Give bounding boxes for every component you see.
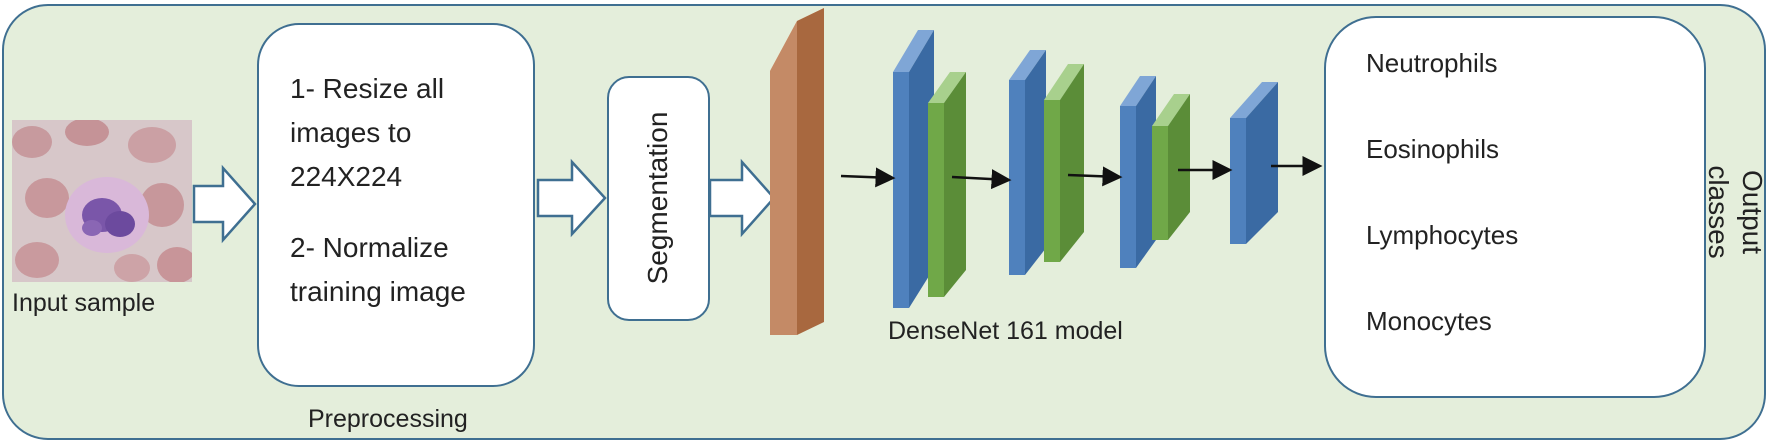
- dense-block-blue: [1009, 50, 1046, 275]
- preprocessing-step-text: 224X224: [290, 161, 403, 192]
- output-class-item: Monocytes: [1366, 306, 1492, 336]
- dense-block-green: [1044, 64, 1084, 262]
- preprocessing-label: Preprocessing: [308, 405, 468, 433]
- dense-block-blue: [893, 30, 934, 308]
- preprocessing-step-text: training image: [290, 276, 466, 307]
- model-label: DenseNet 161 model: [888, 317, 1123, 345]
- preprocessing-step-text: images to: [290, 117, 412, 148]
- dense-block-blue: [1230, 82, 1278, 244]
- connector-arrow: [840, 167, 896, 188]
- block-arrow: [708, 158, 776, 238]
- preprocessing-box: [257, 23, 535, 387]
- output-class-item: Eosinophils: [1366, 134, 1499, 164]
- preprocessing-step-text: 2- Normalize: [290, 232, 449, 263]
- output-class-item: Neutrophils: [1366, 48, 1498, 78]
- connector-arrow: [951, 169, 1012, 190]
- dense-block-blue: [1120, 76, 1156, 268]
- output-classes-box: [1324, 16, 1706, 398]
- block-arrow: [192, 164, 257, 244]
- dense-block-green: [928, 72, 966, 297]
- output-class-item: Lymphocytes: [1366, 220, 1519, 250]
- output-classes-side-label: Output classes: [1703, 165, 1768, 259]
- preprocessing-step-text: 1- Resize all: [290, 73, 445, 104]
- connector-arrow: [1067, 166, 1123, 187]
- input-layer-block: [770, 8, 824, 335]
- input-sample-image: [12, 120, 192, 282]
- dense-block-green: [1152, 94, 1190, 240]
- input-sample-caption: Input sample: [12, 289, 156, 317]
- block-arrow: [536, 158, 607, 238]
